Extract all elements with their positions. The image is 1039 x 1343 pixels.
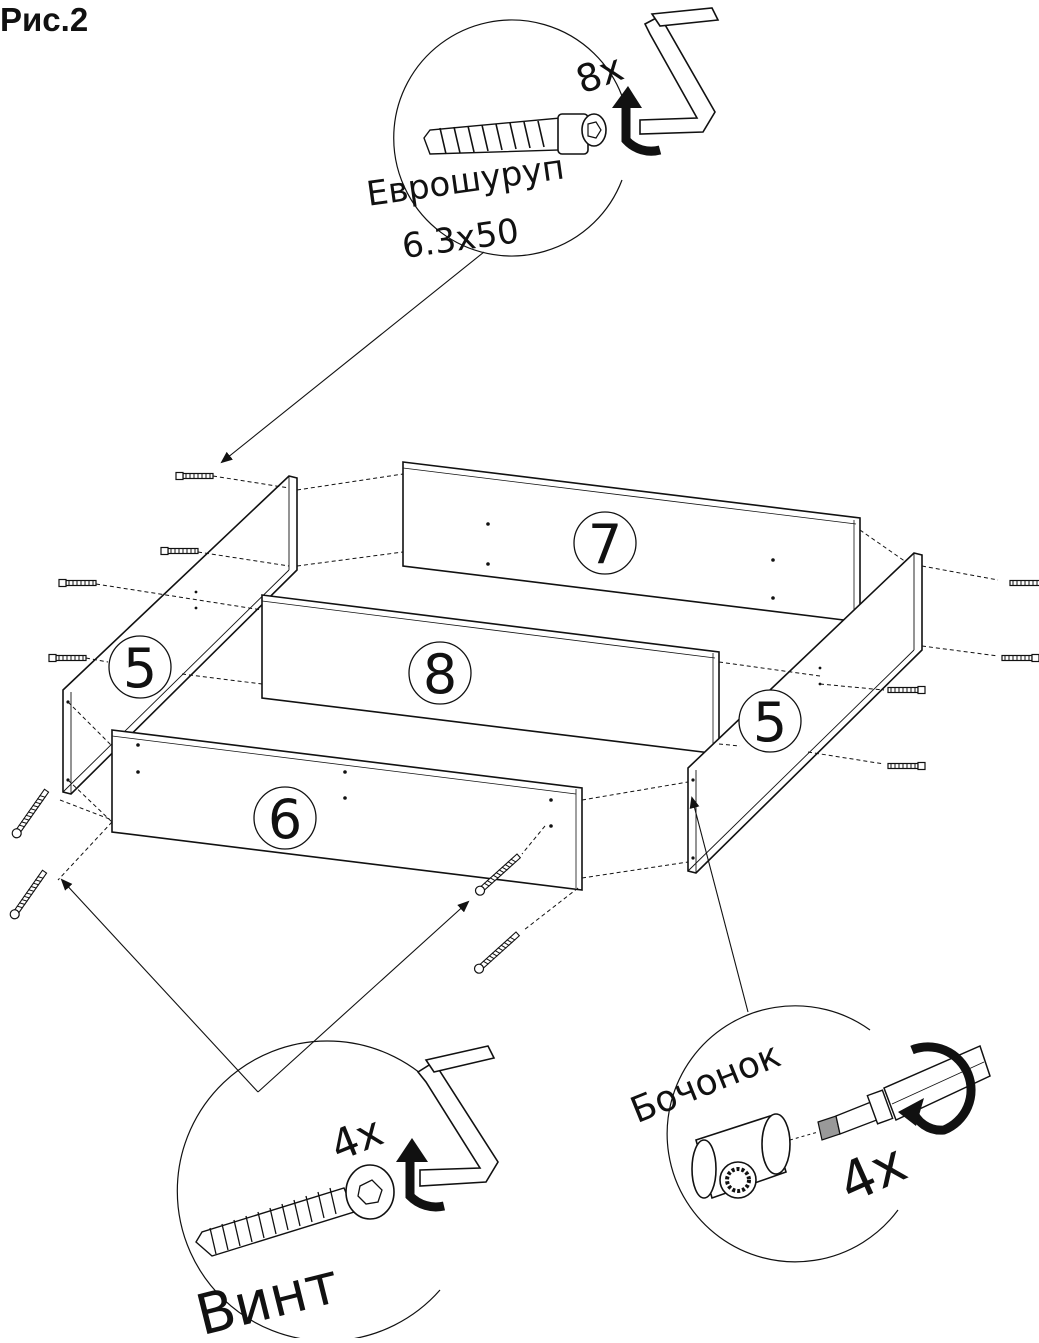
hex-key-icon bbox=[416, 1045, 499, 1187]
part-label-left-side: 5 bbox=[108, 635, 172, 700]
screw-label: Винт bbox=[190, 1251, 345, 1338]
rotation-arrow-icon bbox=[612, 86, 662, 156]
panel-right-side bbox=[687, 552, 923, 874]
leader-lines bbox=[60, 251, 749, 1093]
panel-middle bbox=[261, 594, 720, 755]
eurobolt-label: Еврошуруп bbox=[364, 147, 567, 214]
screw-count: 4x bbox=[323, 1106, 389, 1171]
part-label-middle: 8 bbox=[408, 641, 472, 706]
rotation-arrow-icon bbox=[396, 1138, 446, 1212]
panel-left-side bbox=[62, 475, 298, 795]
barrel-nut-count: 4x bbox=[829, 1131, 915, 1216]
callout-screw: 4x Винт bbox=[176, 1040, 499, 1343]
hex-key-icon bbox=[639, 7, 720, 135]
screw-icon bbox=[195, 1164, 395, 1257]
barrel-nut-icon bbox=[691, 1113, 791, 1200]
part-number: 8 bbox=[423, 643, 457, 706]
part-number: 5 bbox=[753, 691, 787, 754]
eurobolt-icon bbox=[423, 113, 607, 155]
eurobolt-size: 6.3x50 bbox=[400, 211, 522, 267]
callout-barrel-nut: 4x Бочонок bbox=[625, 1005, 991, 1263]
assembly-guides bbox=[57, 473, 999, 931]
part-number: 6 bbox=[268, 788, 302, 851]
barrel-nut-label: Бочонок bbox=[625, 1035, 786, 1132]
part-label-right-side: 5 bbox=[738, 689, 802, 754]
part-label-front: 6 bbox=[253, 786, 317, 851]
part-number: 5 bbox=[123, 637, 157, 700]
part-label-back: 7 bbox=[573, 511, 637, 576]
figure-title: Рис.2 bbox=[0, 1, 89, 38]
part-number: 7 bbox=[588, 513, 622, 576]
eurobolt-count: 8x bbox=[570, 45, 629, 102]
rotation-arrow-icon bbox=[898, 1042, 976, 1135]
panel-front bbox=[111, 729, 583, 891]
callout-eurobolt: 8x Еврошуруп 6.3x50 bbox=[364, 7, 720, 267]
